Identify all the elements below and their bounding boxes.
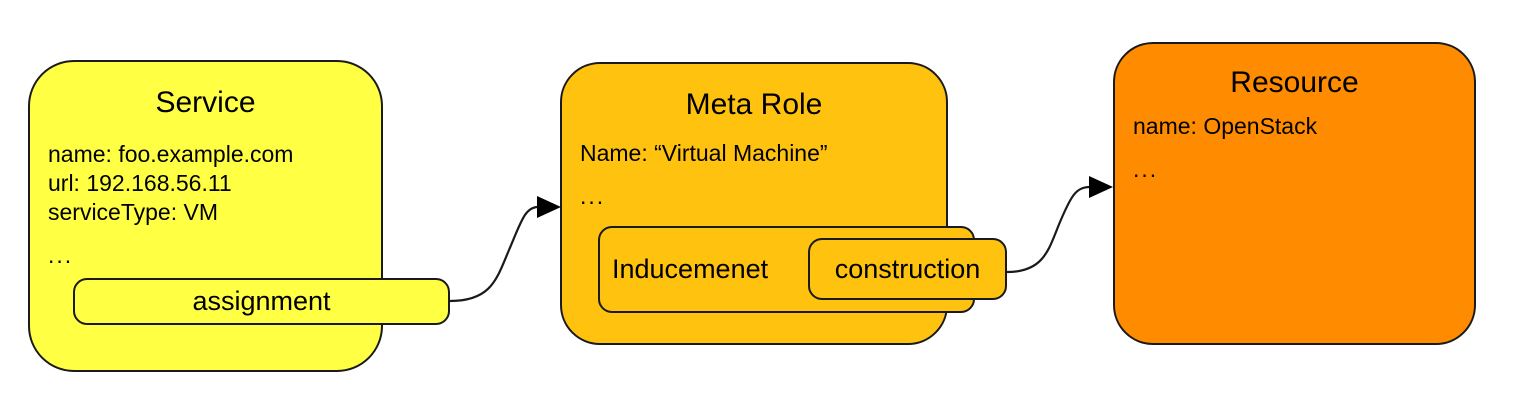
- edge-assignment-to-meta-role: [449, 205, 539, 303]
- assignment-operation-box[interactable]: assignment: [73, 278, 450, 325]
- service-title: Service: [155, 86, 256, 119]
- inducemenet-label: Inducemenet: [612, 254, 769, 284]
- edge-construction-to-resource-arrowhead: [1089, 176, 1113, 198]
- meta-role-attribute-ellipsis: ...: [580, 183, 606, 209]
- service-attribute-ellipsis: ...: [48, 242, 74, 268]
- meta-role-attribute-list: Name: “Virtual Machine” ...: [580, 139, 828, 211]
- construction-operation-box[interactable]: construction: [808, 238, 1007, 300]
- construction-label: construction: [834, 253, 981, 284]
- service-attribute-name: name: foo.example.com: [48, 141, 294, 167]
- meta-role-title: Meta Role: [685, 88, 823, 121]
- service-entity-box[interactable]: Service name: foo.example.com url: 192.1…: [28, 60, 383, 372]
- resource-attribute-name: name: OpenStack: [1133, 113, 1318, 139]
- assignment-label: assignment: [192, 286, 331, 316]
- resource-attribute-list: name: OpenStack ...: [1133, 112, 1317, 184]
- resource-attribute-ellipsis: ...: [1133, 156, 1159, 182]
- resource-entity-box[interactable]: Resource name: OpenStack ...: [1113, 42, 1476, 345]
- resource-title: Resource: [1230, 66, 1359, 99]
- edge-assignment-to-meta-role-arrowhead: [537, 196, 561, 218]
- edge-construction-to-resource: [1006, 185, 1091, 274]
- service-attribute-servicetype: serviceType: VM: [48, 199, 218, 225]
- service-attribute-list: name: foo.example.com url: 192.168.56.11…: [48, 140, 293, 270]
- service-attribute-url: url: 192.168.56.11: [48, 170, 232, 196]
- meta-role-attribute-name: Name: “Virtual Machine”: [580, 140, 828, 166]
